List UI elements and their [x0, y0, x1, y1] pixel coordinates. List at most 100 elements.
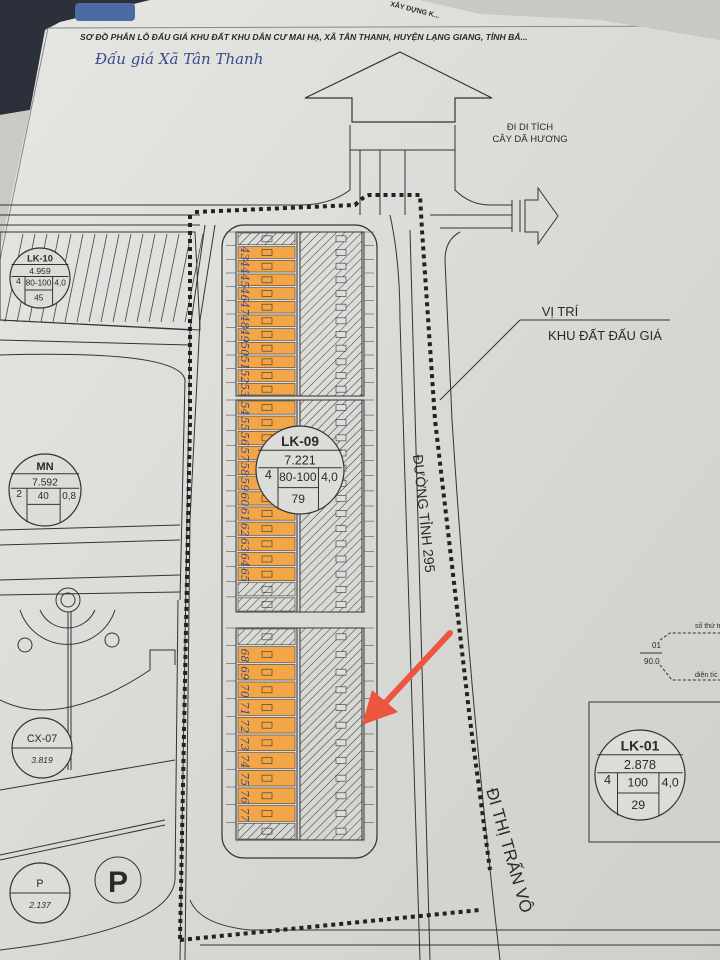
legend-lot-number: 01: [652, 641, 661, 650]
zone-coverage: 80-100: [279, 470, 317, 484]
lot-print-label: [261, 792, 273, 800]
lot-print-label: [335, 385, 347, 393]
block-lk10: [0, 231, 204, 331]
parking-icon: P: [94, 856, 142, 904]
auction-lot: [237, 646, 296, 663]
lot-divider: [160, 233, 180, 323]
lot-print-label: [335, 633, 347, 641]
lot-print-label: [335, 757, 347, 764]
handwritten-lot-number: 46: [238, 287, 251, 302]
zone-area: 3.819: [31, 755, 53, 765]
handwritten-lot-number: 58: [238, 462, 251, 476]
auction-lot: [237, 787, 296, 804]
lot-print-label: [335, 344, 347, 352]
label-khu-dat-dau-gia: KHU ĐẤT ĐẤU GIÁ: [548, 328, 662, 343]
handwritten-note: Đấu giá Xã Tân Thanh: [94, 50, 263, 68]
lot-print-label: [261, 290, 273, 297]
zone-area: 4.959: [29, 266, 51, 276]
handwritten-lot-number: 53: [238, 383, 251, 397]
lot-print-label: [261, 668, 273, 676]
label-di-tich: ĐI DI TÍCH: [507, 122, 553, 133]
lot-print-label: [261, 570, 273, 578]
zone-name: LK-09: [281, 434, 319, 449]
lot-print-label: [261, 540, 273, 548]
auction-lot: [237, 314, 296, 327]
handwritten-lot-number: 43: [238, 246, 251, 261]
zone-coverage: 80-100: [26, 279, 52, 288]
lot-print-label: [335, 303, 347, 311]
lot-print-label: [335, 810, 347, 817]
zone-name: CX-07: [27, 733, 57, 745]
zone-floors: 2: [16, 489, 22, 500]
lot-print-label: [335, 434, 347, 442]
handwritten-lot-number: 49: [238, 328, 251, 343]
auction-lot: [237, 770, 296, 787]
allocated-lots: [299, 231, 363, 397]
handwritten-lot-number: 55: [238, 417, 251, 431]
handwritten-lot-number: 48: [238, 314, 251, 329]
allocated-lot: [237, 582, 296, 597]
label-cay-da-huong: CÂY DÃ HƯƠNG: [492, 134, 567, 145]
auction-lot: [237, 734, 296, 751]
zone-area: 7.592: [32, 477, 58, 488]
handwritten-lot-number: 52: [238, 370, 251, 384]
lot-print-label: [335, 235, 347, 243]
handwritten-lot-number: 69: [238, 666, 251, 680]
auction-lot: [237, 273, 296, 286]
handwritten-lot-number: 54: [238, 402, 251, 416]
lot-divider: [112, 233, 132, 323]
red-arrow-icon: [362, 630, 453, 725]
zone-lot-count: 79: [292, 492, 306, 506]
zone-lot-count: 45: [34, 294, 44, 303]
lot-print-label: [335, 585, 347, 593]
lot-print-label: [335, 495, 347, 502]
lot-print-label: [335, 651, 347, 658]
lot-print-label: [335, 276, 347, 284]
lot-print-label: [335, 358, 347, 366]
zone-floors: 4: [604, 772, 611, 787]
lot-print-label: [261, 385, 273, 393]
road-lines: [0, 125, 720, 960]
auction-lot: [237, 805, 296, 822]
blue-object: [75, 3, 135, 21]
zone-cx-07: CX-07 3.819: [11, 717, 73, 779]
legend-lot-number-label: số thứ tự: [695, 621, 720, 630]
auction-lot: [237, 536, 296, 551]
auction-lot: [237, 328, 296, 341]
auction-lot: [237, 681, 296, 698]
lot-print-label: [335, 792, 347, 800]
auction-lot: [237, 664, 296, 681]
zone-coverage: 40: [38, 491, 49, 502]
lot-print-label: [261, 686, 273, 694]
handwritten-lot-number: 59: [238, 477, 251, 491]
handwritten-lot-number: 64: [238, 553, 251, 567]
lot-print-label: [335, 262, 347, 270]
handwritten-lot-number: 62: [238, 523, 251, 537]
lot-print-label: [335, 774, 347, 782]
zone-far: 0,8: [62, 491, 76, 502]
lot-print-label: [261, 404, 273, 411]
lot-print-label: [261, 810, 273, 817]
block-lk09-outline: [221, 224, 378, 859]
lot-print-label: [261, 331, 273, 338]
lot-print-label: [335, 249, 347, 256]
auction-lot: [237, 246, 296, 259]
paper-edge-left: [0, 27, 49, 261]
lot-print-label: [261, 276, 273, 284]
lot-divider: [64, 233, 84, 323]
lot-divider: [124, 233, 144, 323]
handwritten-lot-number: 77: [238, 808, 251, 822]
zone-name: LK-10: [27, 254, 53, 264]
handwritten-lot-number: 65: [238, 568, 251, 582]
auction-lot: [237, 752, 296, 769]
zone-floors: 4: [265, 468, 272, 482]
paper-edge: [47, 25, 720, 29]
lot-print-label: [261, 651, 273, 658]
lot-print-label: [335, 555, 347, 563]
lot-print-label: [261, 704, 273, 711]
lot-print-label: [261, 555, 273, 563]
